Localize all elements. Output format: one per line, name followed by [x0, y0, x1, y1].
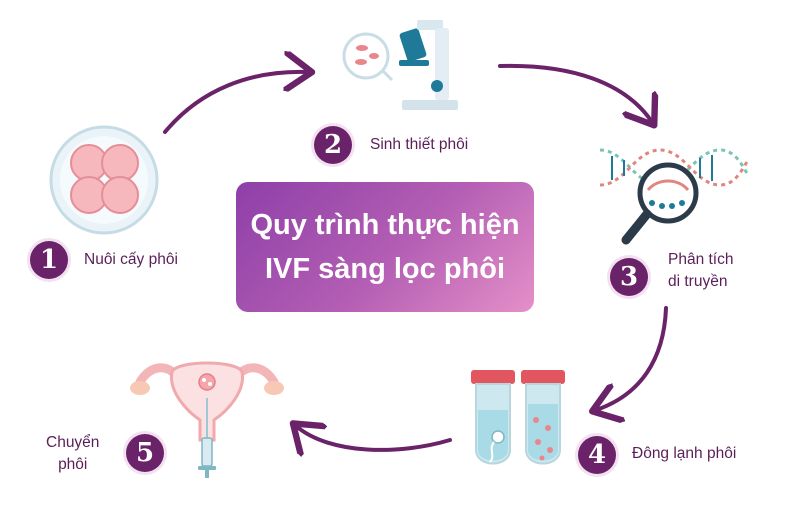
arrow-3-to-4	[596, 306, 668, 410]
embryo-icon	[49, 125, 159, 235]
step-3-label-line-1: Phân tích	[668, 251, 734, 268]
step-4-label: Đông lạnh phôi	[632, 445, 737, 462]
step-3-label-line-2: di truyền	[668, 273, 728, 290]
step-1-label: Nuôi cấy phôi	[84, 251, 178, 268]
step-2-badge: 2	[314, 126, 352, 164]
step-5-label: Chuyển phôi	[46, 432, 99, 476]
arrow-1-to-2	[163, 72, 308, 134]
step-5-label-line-2: phôi	[58, 456, 88, 473]
step-3-label: Phân tích di truyền	[668, 249, 734, 293]
step-1-badge: 1	[30, 241, 68, 279]
microscope-icon	[342, 20, 458, 110]
dna-magnifier-icon	[599, 148, 750, 245]
uterus-syringe-icon	[130, 361, 284, 478]
step-5-badge: 5	[126, 434, 164, 472]
arrow-2-to-3	[498, 63, 652, 122]
test-tubes-icon	[471, 370, 565, 465]
title-box: Quy trình thực hiện IVF sàng lọc phôi	[236, 182, 534, 312]
step-4-badge: 4	[578, 436, 616, 474]
step-5-label-line-1: Chuyển	[46, 434, 100, 451]
step-3-badge: 3	[610, 258, 648, 296]
step-2-label: Sinh thiết phôi	[370, 136, 469, 153]
arrow-4-to-5	[296, 426, 452, 450]
title-line-1: Quy trình thực hiện	[250, 209, 520, 241]
title-line-2: IVF sàng lọc phôi	[264, 253, 506, 285]
